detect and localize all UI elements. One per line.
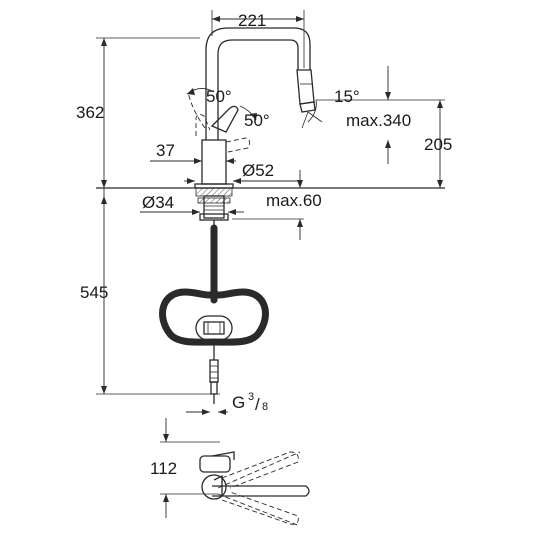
faucet-plan-view <box>160 418 310 527</box>
spout-angle-label: 15° <box>334 87 360 106</box>
thread-denominator-label: 8 <box>262 401 268 413</box>
swivel-angle-b-label: 50° <box>244 111 270 130</box>
dimension-labels: 221 15° 50° 50° 362 max.340 205 37 Ø52 Ø… <box>76 11 452 478</box>
hose-length-label: 545 <box>80 283 108 302</box>
total-height-label: 362 <box>76 103 104 122</box>
thread-numerator-label: 3 <box>248 391 254 403</box>
spout-reach-label: 221 <box>238 11 266 30</box>
deck-thickness-label: max.60 <box>266 191 322 210</box>
connection-thread-label: G <box>232 393 245 412</box>
outlet-height-label: 205 <box>424 135 452 154</box>
faucet-side-view <box>96 27 445 404</box>
outlet-height-max-label: max.340 <box>346 111 411 130</box>
base-diameter-label: Ø52 <box>242 161 274 180</box>
base-width-label: 37 <box>156 141 175 160</box>
mount-diameter-label: Ø34 <box>142 193 174 212</box>
thread-slash: / <box>255 395 260 414</box>
dimension-lines <box>96 10 445 415</box>
swivel-angle-a-label: 50° <box>206 87 232 106</box>
plan-offset-label: 112 <box>150 459 177 478</box>
